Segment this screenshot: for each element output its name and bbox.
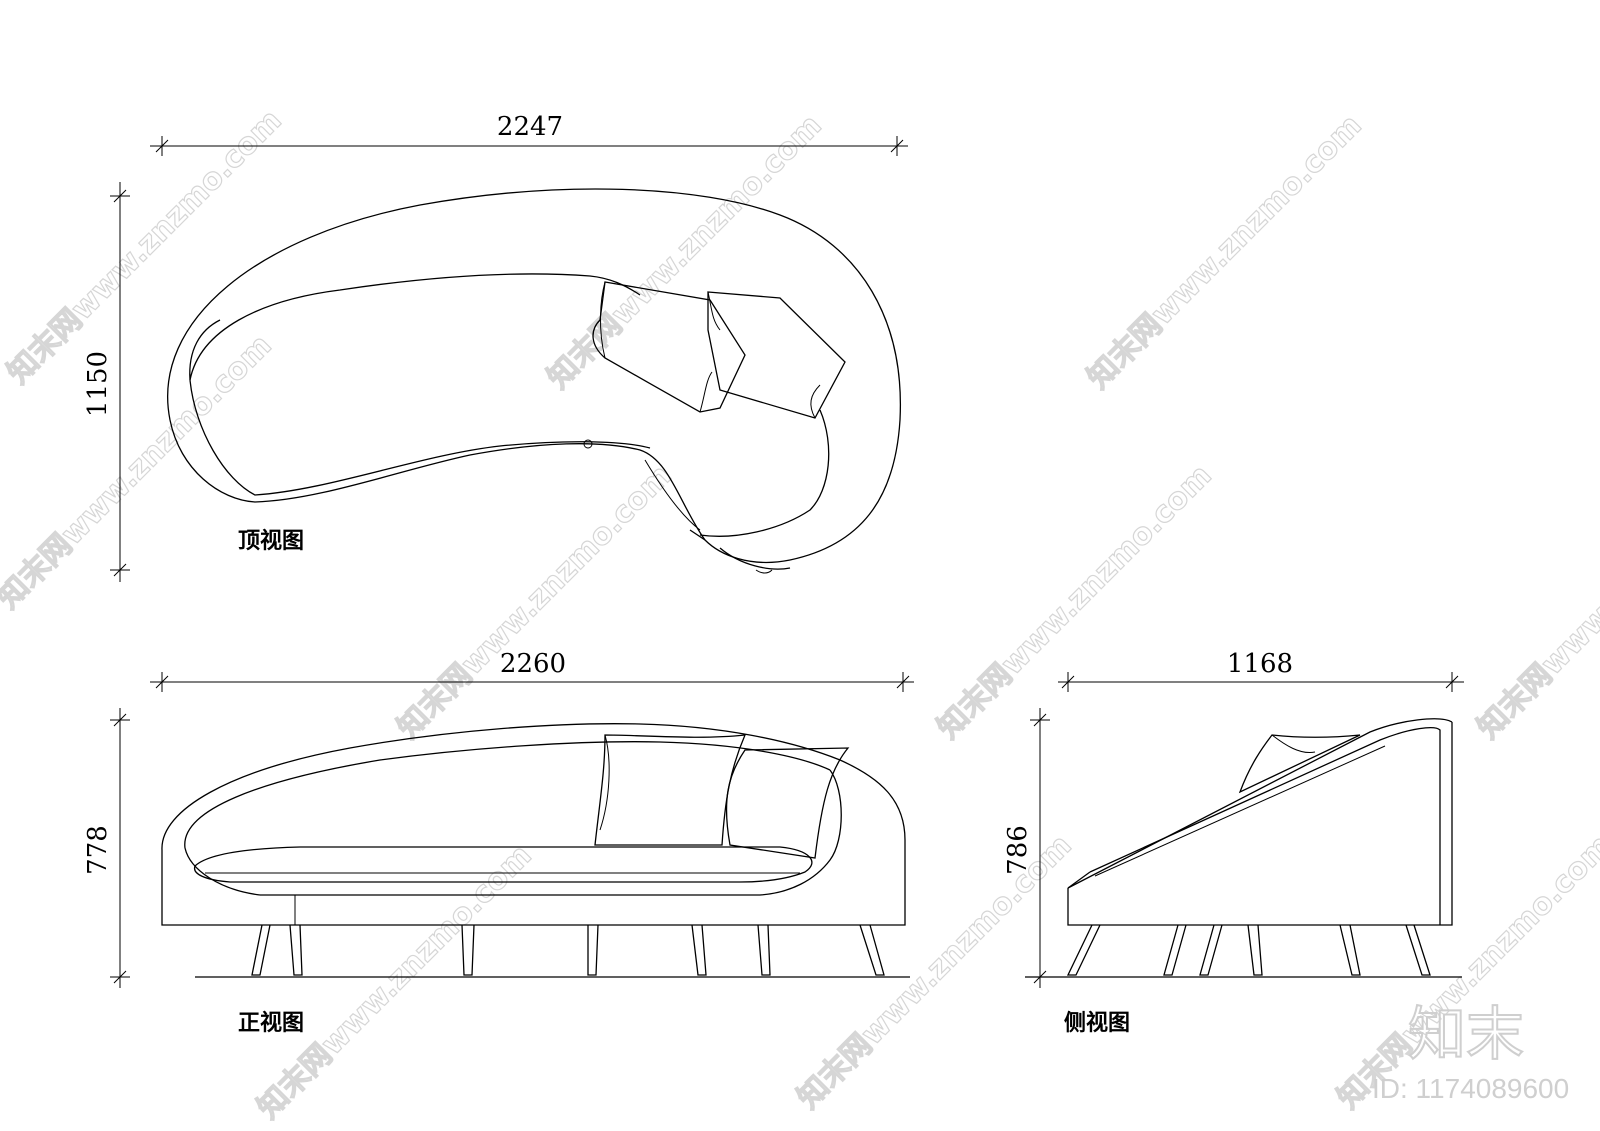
front-pillow-right xyxy=(725,747,850,859)
side-width-dimension: 1168 xyxy=(1058,649,1464,692)
brand-watermark: 知末 xyxy=(1408,1000,1524,1068)
top-pillow-left xyxy=(592,281,746,413)
front-pillow-left xyxy=(594,734,747,846)
top-width-dimension: 2247 xyxy=(150,112,908,156)
front-height-value: 778 xyxy=(83,825,113,875)
watermark-text: 知末网www.znzmo.com xyxy=(541,108,829,396)
front-width-dimension: 2260 xyxy=(150,649,914,692)
front-sofa-body xyxy=(161,723,906,926)
top-depth-dimension: 1150 xyxy=(83,182,130,582)
top-view: 2247 1150 xyxy=(83,112,908,582)
top-pillow-right xyxy=(707,291,846,419)
side-height-value: 786 xyxy=(1003,825,1033,875)
id-watermark: ID: 1174089600 xyxy=(1372,1073,1569,1104)
side-sofa-body xyxy=(1067,718,1453,926)
top-sofa-outline xyxy=(167,188,902,574)
side-view-label: 侧视图 xyxy=(1064,1010,1130,1036)
front-view: 2260 778 xyxy=(83,649,914,1036)
watermark-text: 知末网www.znzmo.com xyxy=(391,458,679,746)
watermark-text: 知末网www.znzmo.com xyxy=(931,458,1219,746)
watermark-text: 知末网www.znzmo.com xyxy=(1081,108,1369,396)
top-width-value: 2247 xyxy=(497,112,563,142)
side-height-dimension: 786 xyxy=(1003,708,1050,988)
side-width-value: 1168 xyxy=(1227,649,1293,679)
watermark-text: 知末网www.znzmo.com xyxy=(791,828,1079,1116)
front-width-value: 2260 xyxy=(500,649,566,679)
front-legs xyxy=(195,924,910,978)
watermark-text: 知末网www.znzmo.com xyxy=(1471,458,1600,746)
top-depth-value: 1150 xyxy=(83,351,113,417)
watermark-text: 知末网www.znzmo.com xyxy=(251,838,539,1126)
top-view-label: 顶视图 xyxy=(238,528,304,554)
side-legs xyxy=(1025,924,1462,978)
front-view-label: 正视图 xyxy=(238,1010,304,1036)
front-height-dimension: 778 xyxy=(83,708,130,988)
side-view: 1168 786 侧视图 xyxy=(1003,649,1464,1036)
